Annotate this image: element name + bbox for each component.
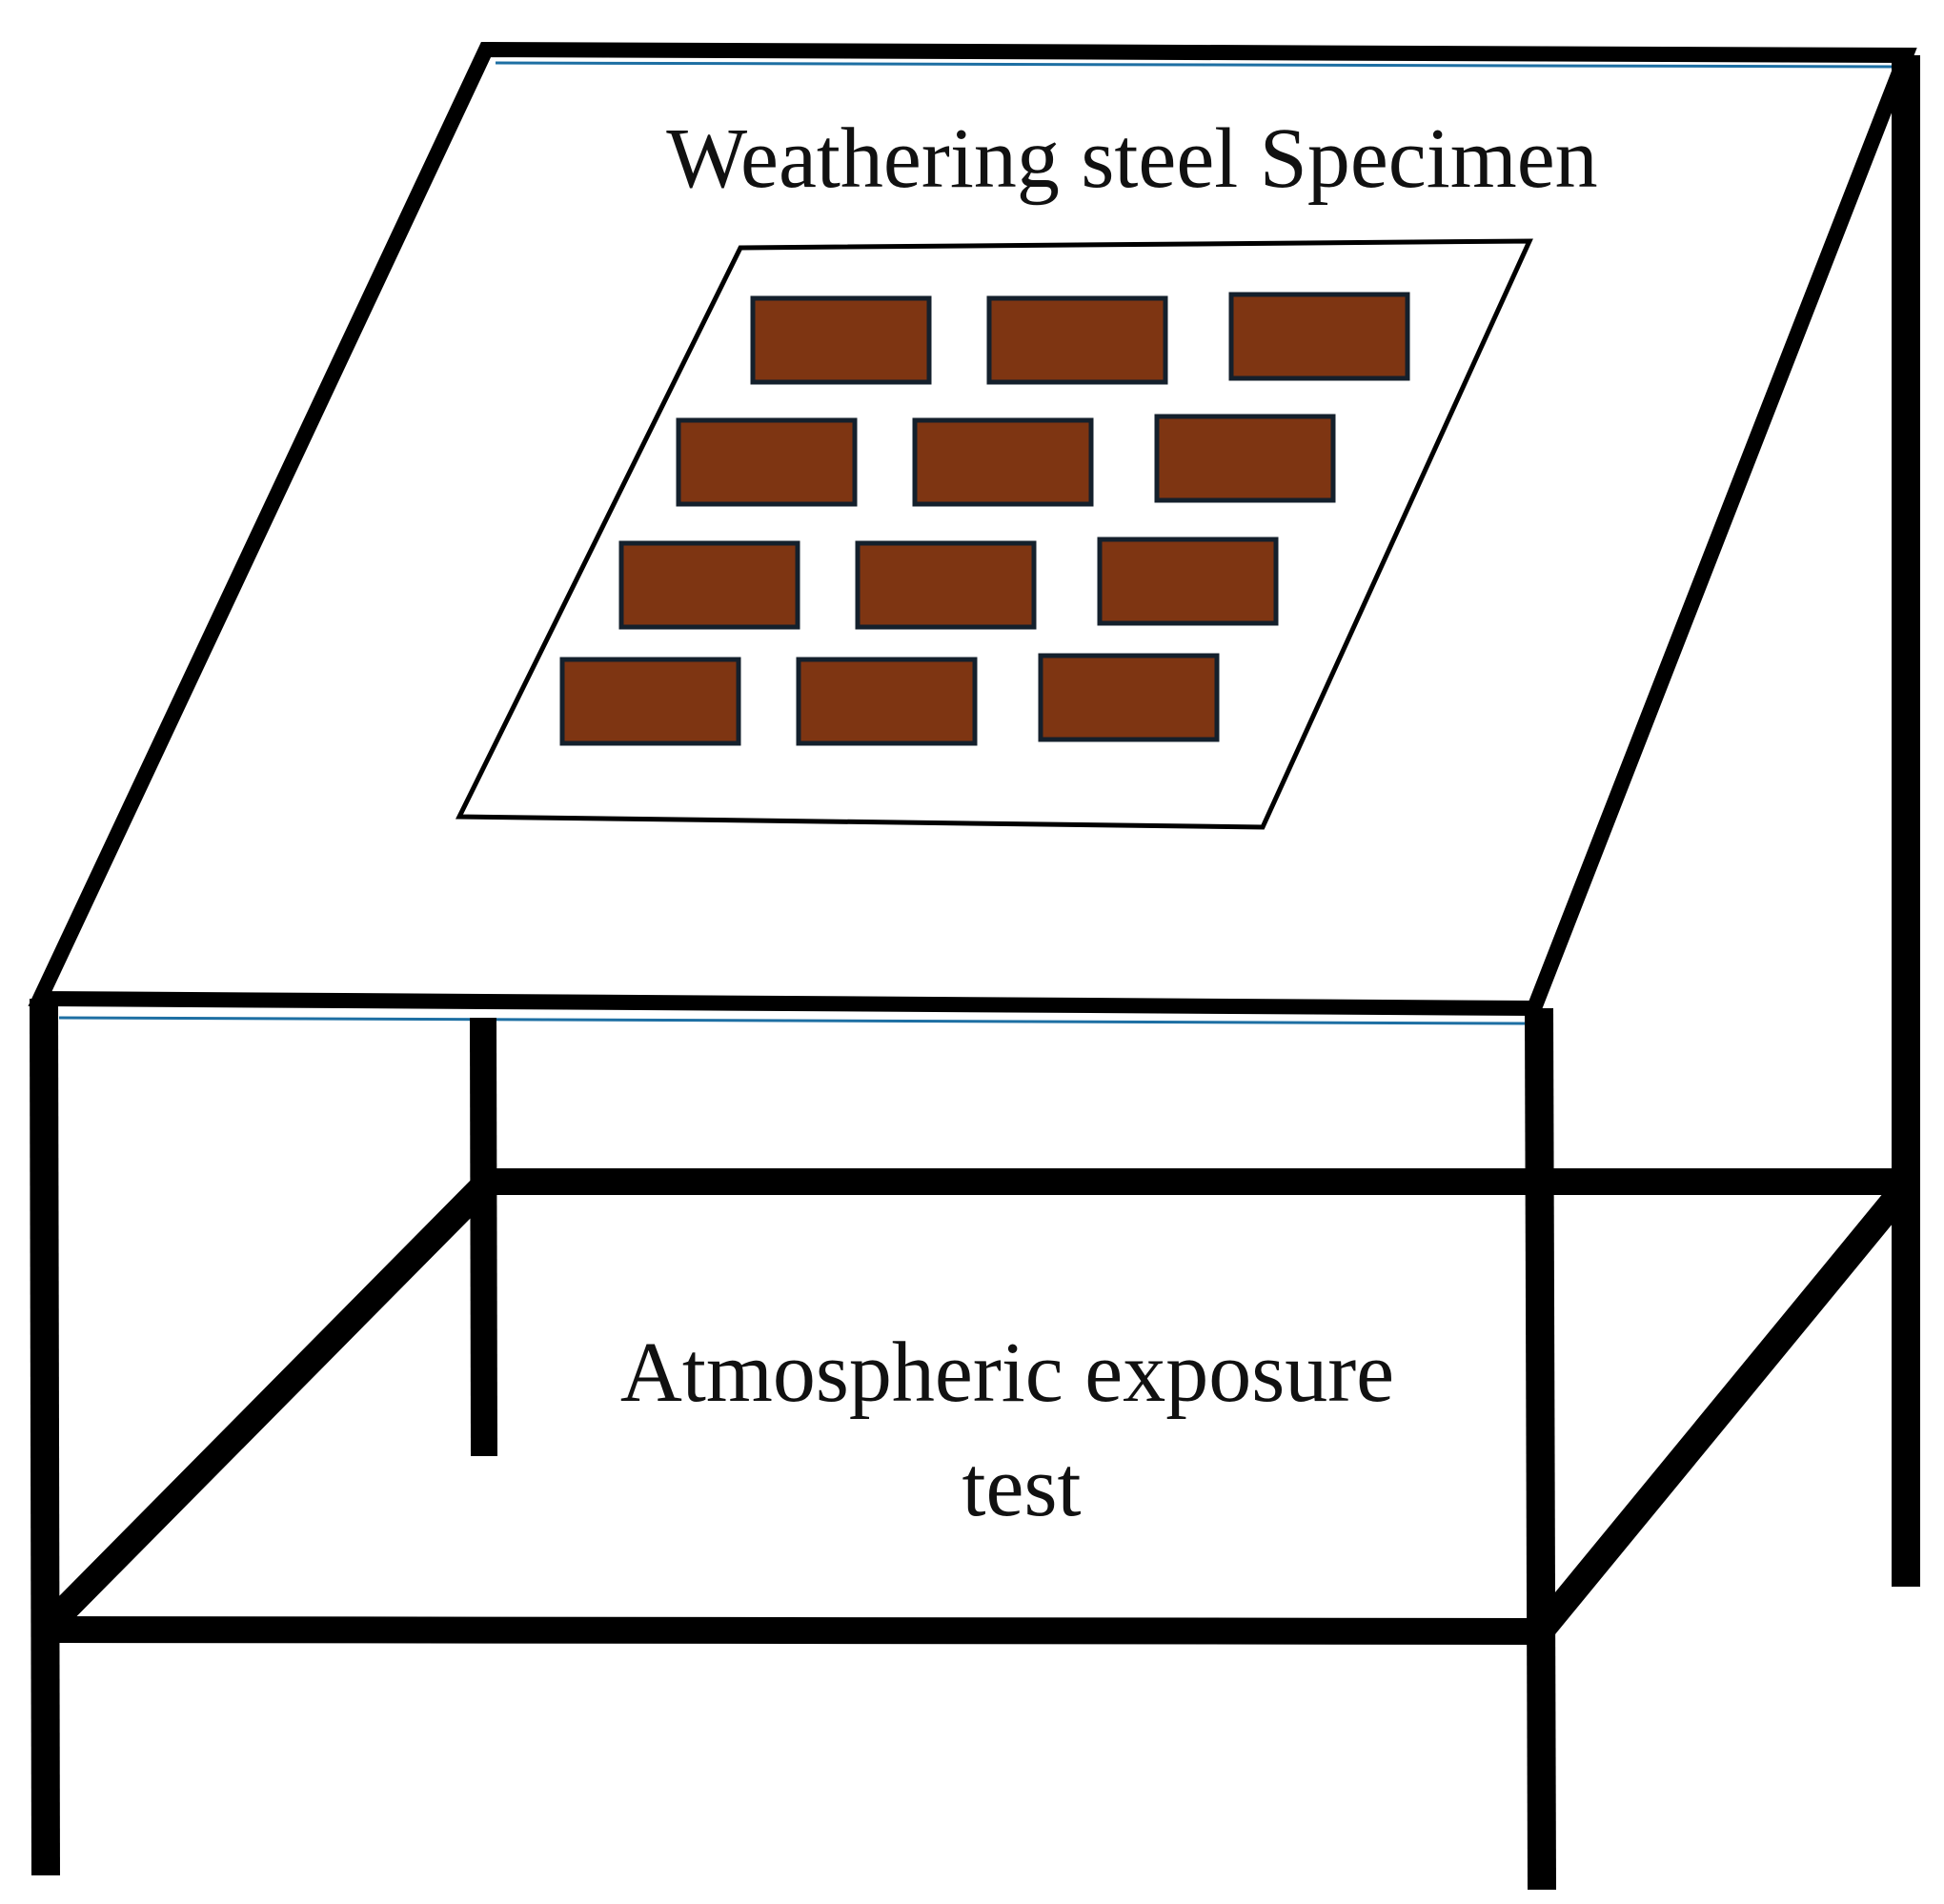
specimen-r2-c2 (912, 417, 1094, 507)
specimen-r4-c1 (559, 657, 741, 746)
front-left-leg (30, 998, 60, 1876)
specimen-r3-c1 (618, 540, 800, 630)
front-edge-accent (58, 1016, 1526, 1025)
shelf-right-bar (1531, 1178, 1916, 1638)
shelf-front-bar (47, 1616, 1540, 1645)
rear-left-leg (470, 1017, 497, 1457)
top-edge-accent (495, 61, 1897, 69)
rack-top-board (28, 41, 1917, 1017)
specimen-r1-c1 (750, 295, 932, 385)
bottom-label-line2: test (962, 1440, 1082, 1534)
rack-top-outline (28, 41, 1917, 1017)
specimen-r4-c3 (1038, 653, 1220, 742)
top-label: Weathering steel Specimen (666, 111, 1597, 206)
specimen-r3-c3 (1097, 537, 1279, 626)
specimen-r2-c1 (676, 417, 858, 507)
bottom-label-line1: Atmospheric exposure (620, 1326, 1394, 1420)
specimen-r4-c2 (796, 657, 978, 746)
lower-shelf-frame (40, 1168, 1916, 1645)
specimen-r1-c3 (1228, 292, 1410, 381)
front-right-leg (1525, 1007, 1556, 1891)
specimen-r1-c2 (986, 295, 1168, 385)
specimen-grid (559, 292, 1410, 746)
specimen-r3-c2 (855, 540, 1037, 630)
specimen-r2-c3 (1154, 414, 1336, 503)
shelf-left-bar (40, 1177, 493, 1634)
